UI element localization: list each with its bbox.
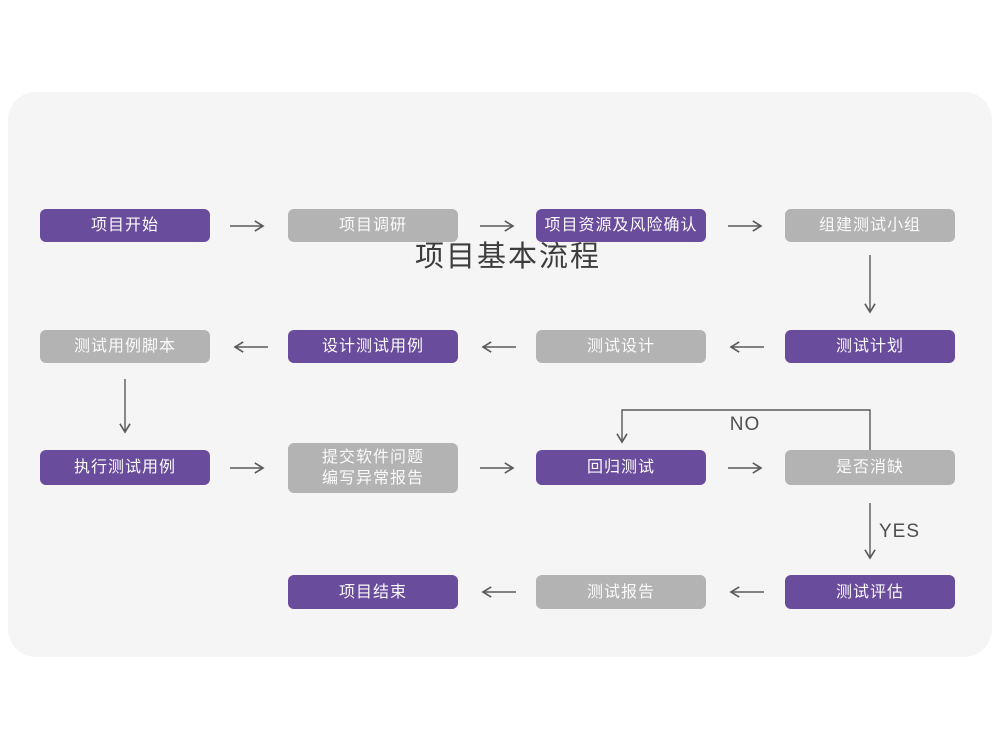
flow-node-label: 项目结束 bbox=[338, 583, 407, 601]
flow-node-test-report: 测试报告 bbox=[536, 575, 706, 609]
edge-label-no: NO bbox=[729, 414, 761, 435]
flow-node-submit-issues-report: 提交软件问题编写异常报告 bbox=[288, 443, 458, 493]
flow-node-label: 测试评估 bbox=[835, 583, 904, 601]
flow-node-label: 测试报告 bbox=[586, 583, 655, 601]
flow-node-test-evaluation: 测试评估 bbox=[785, 575, 955, 609]
flow-node-label: 测试设计 bbox=[586, 338, 655, 355]
flow-node-label: 是否消缺 bbox=[835, 459, 904, 476]
flow-node-project-end: 项目结束 bbox=[288, 575, 458, 609]
flow-node-label: 项目开始 bbox=[90, 217, 159, 234]
flow-node-label: 测试用例脚本 bbox=[73, 338, 176, 355]
flow-node-project-research: 项目调研 bbox=[288, 209, 458, 242]
flow-node-label: 组建测试小组 bbox=[818, 217, 921, 234]
flow-node-label: 回归测试 bbox=[586, 459, 655, 476]
flowchart-canvas: 项目基本流程 bbox=[8, 92, 992, 657]
flow-node-test-plan: 测试计划 bbox=[785, 330, 955, 363]
flow-node-label: 执行测试用例 bbox=[73, 459, 176, 476]
flow-node-test-case-scripts: 测试用例脚本 bbox=[40, 330, 210, 363]
flow-node-regression-test: 回归测试 bbox=[536, 450, 706, 485]
flow-node-label: 项目调研 bbox=[338, 217, 407, 234]
edge-label-yes: YES bbox=[879, 521, 921, 542]
flow-node-defect-cleared: 是否消缺 bbox=[785, 450, 955, 485]
flow-node-label: 提交软件问题 bbox=[321, 449, 424, 466]
flow-node-test-design: 测试设计 bbox=[536, 330, 706, 363]
flow-node-label: 编写异常报告 bbox=[321, 470, 424, 487]
flow-node-resources-risk-confirm: 项目资源及风险确认 bbox=[536, 209, 706, 242]
flow-node-build-test-team: 组建测试小组 bbox=[785, 209, 955, 242]
flow-node-label: 项目资源及风险确认 bbox=[544, 217, 698, 234]
flow-node-label: 测试计划 bbox=[835, 338, 904, 355]
flow-node-label: 设计测试用例 bbox=[321, 338, 424, 355]
flow-node-project-start: 项目开始 bbox=[40, 209, 210, 242]
flow-node-design-test-cases: 设计测试用例 bbox=[288, 330, 458, 363]
flow-node-execute-test-cases: 执行测试用例 bbox=[40, 450, 210, 485]
diagram-title: 项目基本流程 bbox=[414, 241, 601, 273]
